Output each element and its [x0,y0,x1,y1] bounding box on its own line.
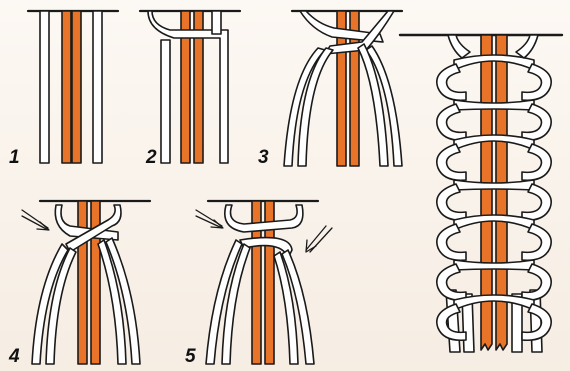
core-cords [481,35,507,350]
step-1-panel [28,11,118,163]
step-number-4: 4 [9,347,20,366]
knot-right-loop [522,64,551,100]
finished-sinnet-panel [400,35,562,352]
step-number-2: 2 [146,148,157,167]
arrow-icon [306,226,332,252]
arrow-icon [196,210,223,228]
step-number-1: 1 [9,148,20,167]
knot-crossing [454,260,534,270]
step-5-panel [196,201,332,364]
knot-left-loop [437,64,466,100]
knot-right-loop [522,224,551,260]
knot-crossing [454,135,534,150]
knot-left-loop [437,224,466,260]
knot-crossing [454,180,534,190]
step-number-5: 5 [185,347,196,366]
knot-right-loop [522,144,551,180]
core-cords [62,11,81,163]
knot-left-loop [437,144,466,180]
arrow-icon [22,210,49,230]
knot-crossing [454,215,534,230]
core-cords [78,201,100,364]
step-3-panel [284,11,402,166]
knot-crossing [454,100,534,110]
square-knots [437,55,551,340]
step-2-panel [140,11,240,163]
step-number-3: 3 [258,148,269,167]
step-4-panel [22,201,150,364]
